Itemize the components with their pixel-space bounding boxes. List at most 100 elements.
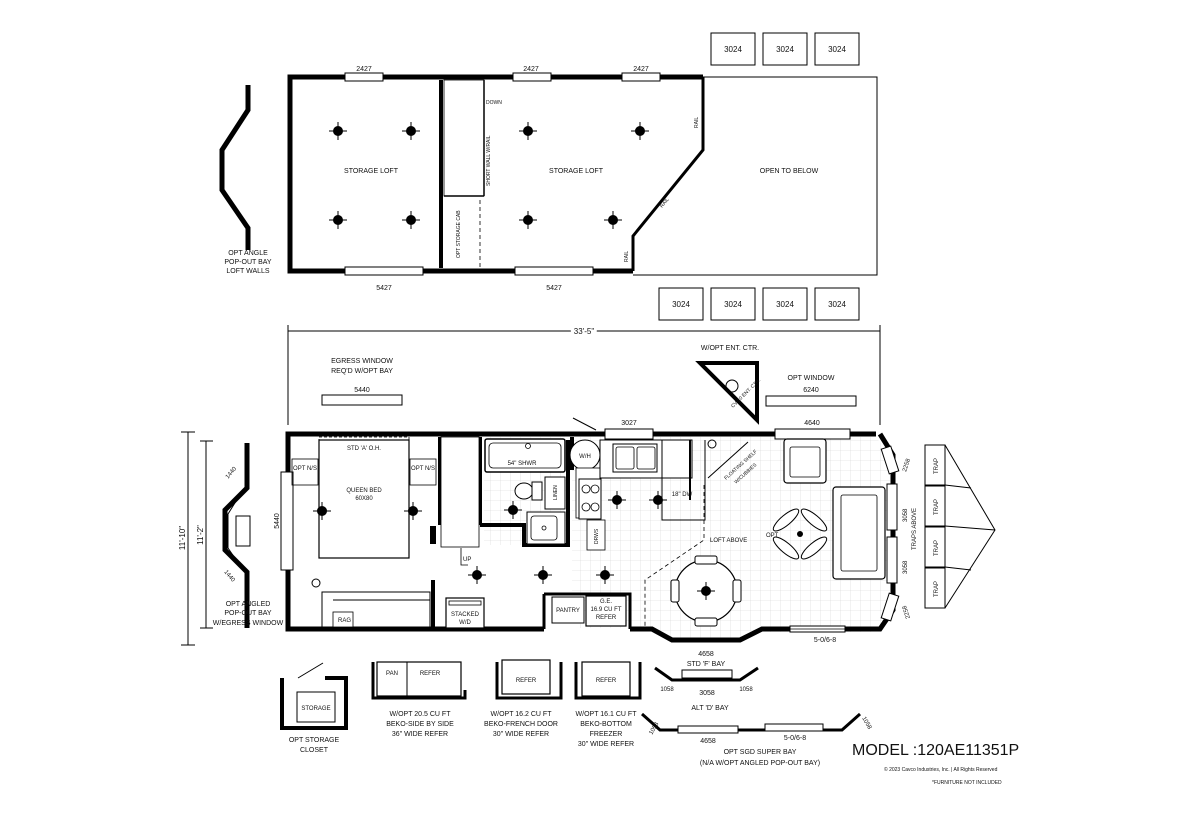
loft-window-label: 5427 xyxy=(546,285,562,292)
rail-label: RAIL xyxy=(659,197,671,210)
opt-french-door-refer xyxy=(495,659,563,700)
egress-window-label: 5440 xyxy=(354,387,370,394)
storage-loft-label: STORAGE LOFT xyxy=(549,168,604,175)
storage-closet-note: CLOSET xyxy=(300,747,329,754)
storage-closet-note: OPT STORAGE xyxy=(289,737,340,744)
height-inner-label: 11'-2" xyxy=(196,525,205,545)
queen-bed xyxy=(318,439,410,559)
std-f-bay-label: STD 'F' BAY xyxy=(687,661,726,668)
opt-bottom-freezer-refer xyxy=(574,661,642,700)
armchair xyxy=(783,438,827,484)
queen-bed-label: 60X80 xyxy=(355,496,373,502)
skylight-label: 3024 xyxy=(828,300,846,309)
opt-window-label: 6240 xyxy=(803,387,819,394)
stacked-washer-dryer xyxy=(445,597,485,629)
stacked-wd-label: STACKED xyxy=(451,612,480,618)
opt-window-note: OPT WINDOW xyxy=(788,375,835,382)
loft-bay-note: POP-OUT BAY xyxy=(224,259,272,266)
loft-bay-note: LOFT WALLS xyxy=(226,268,270,275)
alt-d-center-label: 3058 xyxy=(699,690,715,697)
bedroom-window-label: 5440 xyxy=(274,513,281,529)
super-bay-window-label: 4658 xyxy=(700,738,716,745)
opt-storage-cab-label: OPT STORAGE CAB xyxy=(456,210,462,258)
side-by-side-note: 36" WIDE REFER xyxy=(392,731,448,738)
height-outer-label: 11'-10" xyxy=(178,526,187,550)
alt-d-side-label: 1058 xyxy=(660,687,674,693)
dishwasher-label: 18" DW xyxy=(672,492,693,498)
ge-refer-label: REFER xyxy=(596,615,617,621)
angled-bay-note: OPT ANGLED xyxy=(226,601,271,608)
egress-note: REQ'D W/OPT BAY xyxy=(331,368,393,375)
alt-d-side-label: 1058 xyxy=(739,687,753,693)
living-window-label: 4640 xyxy=(804,420,820,427)
storage-loft-label: STORAGE LOFT xyxy=(344,168,399,175)
ge-refer-label: G.E. xyxy=(600,599,612,605)
egress-note: EGRESS WINDOW xyxy=(331,358,393,365)
ent-ctr-note: W/OPT ENT. CTR. xyxy=(701,345,759,352)
entertainment-center xyxy=(695,361,759,425)
right-window-label: 2258 xyxy=(902,604,912,619)
trap-hatches xyxy=(924,444,996,609)
shower xyxy=(484,438,566,473)
overall-width-label: 33'-5" xyxy=(574,327,595,336)
skylight-label: 3024 xyxy=(776,45,794,54)
drawers-label: DRWS xyxy=(594,528,600,544)
loft-above-line xyxy=(644,485,705,628)
opt-storage-closet xyxy=(280,662,348,730)
loft-window-label: 5427 xyxy=(376,285,392,292)
angled-bay-note: W/EGRESS WINDOW xyxy=(213,620,284,627)
stairs-up-label: UP xyxy=(463,557,471,563)
refer-option-label: REFER xyxy=(420,671,441,677)
sliding-door-label: 5-0/6-8 xyxy=(814,637,836,644)
super-bay-side-label: 1058 xyxy=(860,716,872,731)
std-bay-window-label: 4658 xyxy=(698,651,714,658)
bottom-freezer-note: BEKO-BOTTOM xyxy=(580,721,632,728)
water-heater-label: W/H xyxy=(579,454,591,460)
trap-label: TRAP xyxy=(934,458,940,474)
ge-refrigerator xyxy=(585,595,627,627)
skylight-label: 3024 xyxy=(828,45,846,54)
right-window-label: 3058 xyxy=(903,560,909,574)
alt-d-bay-label: ALT 'D' BAY xyxy=(691,705,729,712)
angled-egress-bay xyxy=(222,443,250,628)
bottom-freezer-note: FREEZER xyxy=(590,731,623,738)
french-door-note: BEKO-FRENCH DOOR xyxy=(484,721,558,728)
loft-angle-bay-walls xyxy=(219,85,251,250)
ge-refer-label: 16.9 CU FT xyxy=(590,607,621,613)
rail-label: RAIL xyxy=(624,251,630,262)
sofa xyxy=(832,486,886,580)
main-stairs xyxy=(440,436,480,548)
loft-outline xyxy=(287,74,703,274)
short-wall-label: SHORT WALL W/RAIL xyxy=(486,135,492,186)
pantry-label: PANTRY xyxy=(556,608,580,614)
open-to-below-outline xyxy=(633,76,878,276)
side-by-side-note: W/OPT 20.5 CU FT xyxy=(390,711,452,718)
range xyxy=(578,478,602,520)
kitchen-window-label: 3027 xyxy=(621,420,637,427)
loft-window-label: 2427 xyxy=(633,66,649,73)
loft-plan xyxy=(219,32,878,321)
skylight-label: 3024 xyxy=(724,45,742,54)
std-oh-label: STD 'A' O.H. xyxy=(347,446,381,452)
skylight-label: 3024 xyxy=(776,300,794,309)
angled-bay-note: POP-OUT BAY xyxy=(224,610,272,617)
opt-sgd-super-bay xyxy=(641,712,861,734)
super-bay-side-label: 1058 xyxy=(649,721,661,736)
copyright: © 2023 Cavco Industries, Inc. | All Righ… xyxy=(884,766,998,773)
queen-bed-label: QUEEN BED xyxy=(346,488,382,494)
right-window-label: 3058 xyxy=(903,508,909,522)
bottom-freezer-note: 30" WIDE REFER xyxy=(578,741,634,748)
kitchen-sink xyxy=(612,443,658,473)
open-to-below-label: OPEN TO BELOW xyxy=(760,168,819,175)
super-bay-sgd-label: 5-0/6-8 xyxy=(784,735,806,742)
right-window-label: 2258 xyxy=(902,457,912,472)
loft-window-label: 2427 xyxy=(356,66,372,73)
french-door-note: W/OPT 16.2 CU FT xyxy=(491,711,553,718)
opt-fan-label: OPT xyxy=(766,533,779,539)
super-bay-note: (N/A W/OPT ANGLED POP-OUT BAY) xyxy=(700,760,820,767)
bottom-freezer-note: W/OPT 16.1 CU FT xyxy=(576,711,638,718)
storage-closet-label: STORAGE xyxy=(301,706,330,712)
angled-window-label: 1440 xyxy=(225,466,239,481)
loft-above-label: LOFT ABOVE xyxy=(710,538,747,544)
shower-label: 54" SHWR xyxy=(508,461,537,467)
